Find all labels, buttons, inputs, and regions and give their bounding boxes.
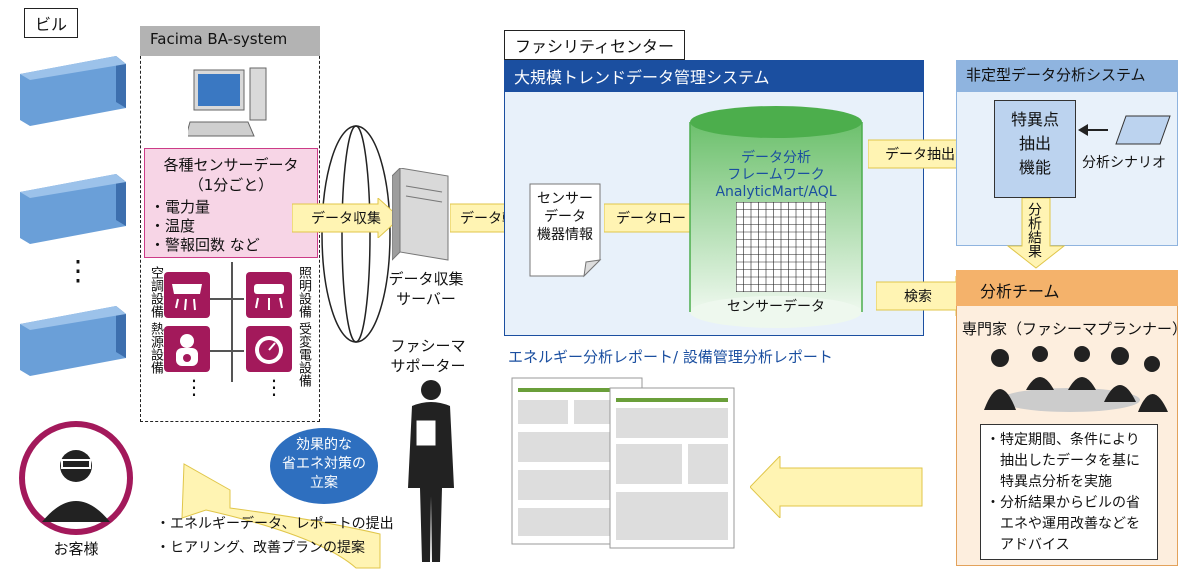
sensor-item: ・温度 [150,217,196,235]
document-text: センサー データ 機器情報 [528,190,602,244]
team-note: 特異点分析を実施 [986,474,1112,490]
measures-line: 立案 [310,475,338,491]
power-receiving-icon [246,326,292,372]
document-line: データ [544,209,586,225]
document-line: センサー [537,191,593,207]
expert-label: 専門家（ファシーマプランナー） [962,320,1188,338]
supporter-person-icon [408,380,454,562]
data-extract-label: データ抽出 [885,147,955,163]
team-note: 抽出したデータを基に [986,453,1140,469]
feedback-arrow [750,456,923,518]
measures-bubble [270,428,378,504]
framework-text: データ分析 フレームワーク AnalyticMart/AQL [698,150,854,201]
air-conditioner-icon [164,272,210,318]
search-label: 検索 [904,289,932,305]
team-notes-box [980,424,1158,560]
function-line: 特異点 [1010,110,1059,129]
data-collect-label: データ収集 [311,211,381,227]
network-lines [321,125,391,343]
sensor-box-title: 各種センサーデータ [163,156,299,174]
analysis-result-arrow [1006,198,1066,269]
measures-text: 効果的な 省エネ対策の 立案 [268,436,380,493]
framework-line: フレームワーク [727,167,825,183]
equipment-label-lighting: 照明設備 [296,266,311,318]
return-arrow [181,463,381,569]
data-load-label: データロード [616,211,700,227]
customer-icon [19,421,133,535]
facility-center-label: ファシリティセンター [504,30,686,60]
building-label: ビル [24,8,79,38]
server-label-1: データ収集 [388,270,464,288]
building-more: ⋮ [64,254,92,287]
analysis-team-title: 分析チーム [956,270,1178,306]
server-label-2: サーバー [396,290,456,308]
computer-icon [188,67,267,137]
equipment-label-ac: 空調設備 [148,266,163,318]
framework-line: AnalyticMart/AQL [715,184,837,200]
sensor-item: ・電力量 [150,198,211,216]
equipment-label-heat: 熱源設備 [148,322,163,374]
sensor-data-label: センサーデータ [727,299,825,315]
equipment-line-2 [204,350,244,352]
function-line: 抽出 [1018,134,1051,153]
equipment-more-1: ⋮ [184,375,204,399]
building-icon-3 [20,306,126,376]
supporter-line: ファシーマ [390,337,466,355]
measures-line: 効果的な [296,437,352,453]
facima-title: Facima BA-system [140,26,320,56]
measures-line: 省エネ対策の [282,456,366,472]
anomaly-function-text: 特異点 抽出 機能 [994,108,1076,180]
sensor-data-box [144,148,318,258]
supporter-label: ファシーマ サポーター [388,336,468,376]
team-note: ・分析結果からビルの省 [986,495,1140,511]
sensor-item: ・警報回数 など [150,236,260,254]
anomaly-function-box [994,100,1076,198]
analysis-scenario-label: 分析シナリオ [1082,155,1166,171]
data-load-arrow: データロード [604,198,712,238]
supporter-line: サポーター [390,357,466,375]
team-note: アドバイス [986,537,1070,553]
report-title: エネルギー分析レポート/ 設備管理分析レポート [508,348,833,366]
buildings [20,56,126,376]
server-icon [392,168,449,261]
equipment-more-2: ⋮ [264,375,284,399]
equipment-label-power: 受変電設備 [296,322,311,387]
equipment-line-1 [204,298,244,300]
sensor-items: ・電力量 ・温度 ・警報回数 など [150,198,260,255]
customer-note: ・ヒアリング、改善プランの提案 [156,540,366,556]
data-grid [736,202,826,292]
equipment-divider [231,262,233,382]
sensor-box-interval: （1分ごと） [188,176,274,194]
team-note: エネや運用改善などを [986,516,1140,532]
report-thumbnails [511,377,735,549]
building-icon-1 [20,56,126,126]
customer-label: お客様 [53,540,99,558]
data-collect-arrow: データ収集 [292,198,400,238]
scenario-arrow [1078,115,1171,145]
heat-source-icon [164,326,210,372]
lighting-icon [246,272,292,318]
customer-note: ・エネルギーデータ、レポートの提出 [156,516,394,532]
analysis-result-label: 分析結果 [1026,202,1042,258]
nonstandard-title: 非定型データ分析システム [956,60,1178,92]
team-notes: ・特定期間、条件により 抽出したデータを基に 特異点分析を実施 ・分析結果からビ… [986,430,1140,556]
sensor-document-icon [529,183,602,278]
customer-notes: ・エネルギーデータ、レポートの提出 ・ヒアリング、改善プランの提案 [156,512,394,560]
function-line: 機能 [1018,158,1051,177]
building-icon-2 [20,174,126,244]
team-note: ・特定期間、条件により [986,432,1140,448]
framework-line: データ分析 [741,150,811,166]
meeting-people-icon [984,346,1168,412]
document-line: 機器情報 [537,227,593,243]
trend-system-title: 大規模トレンドデータ管理システム [504,60,924,92]
